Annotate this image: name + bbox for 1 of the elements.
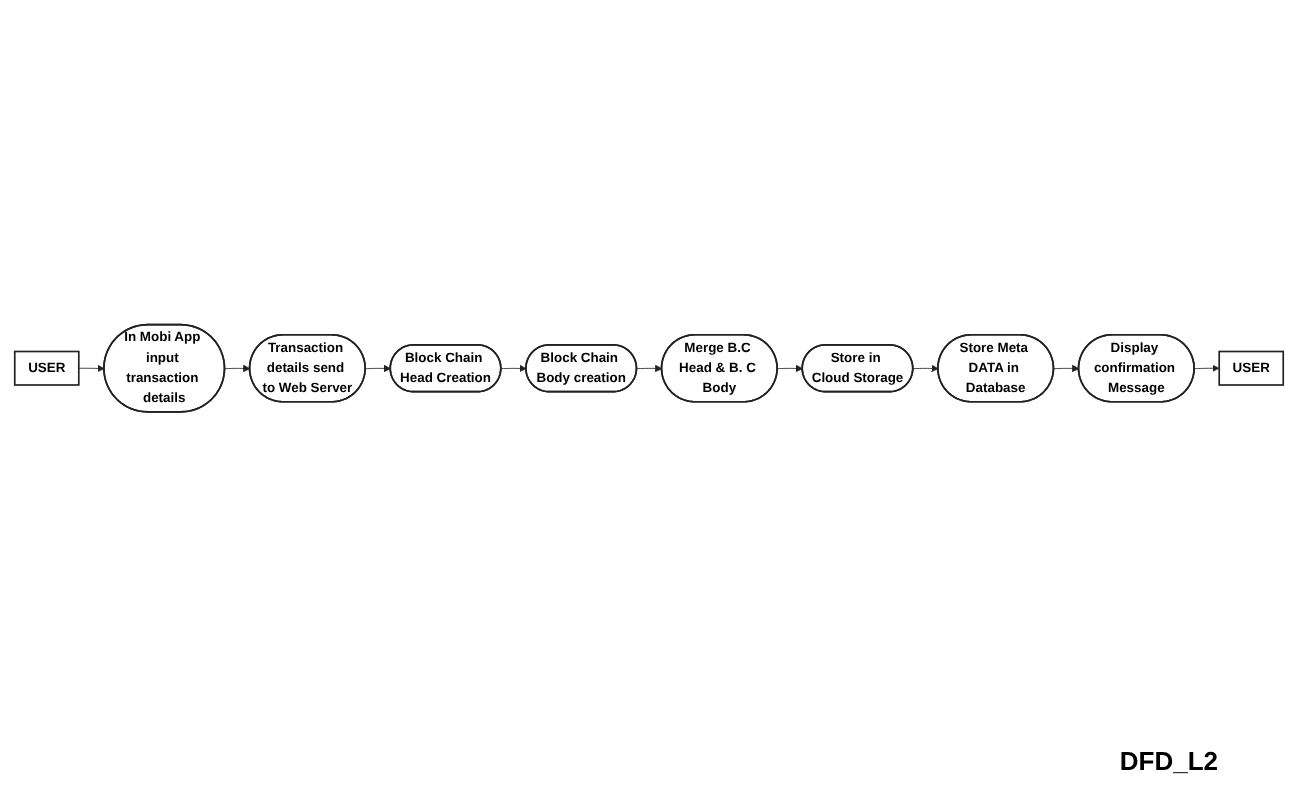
diagram-id-label: DFD_L2 — [1119, 746, 1218, 776]
